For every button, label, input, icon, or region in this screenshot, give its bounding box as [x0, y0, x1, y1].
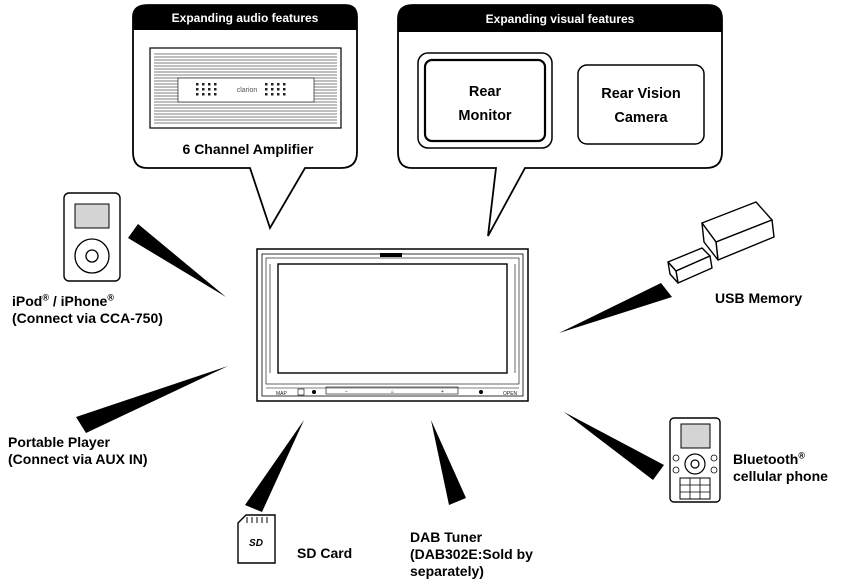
open-button[interactable]: OPEN: [503, 391, 518, 397]
audio-features-callout: Expanding audio features clarion 6 Chann…: [132, 4, 358, 231]
bluetooth-label: Bluetooth® cellular phone: [733, 451, 828, 485]
amplifier-image: clarion: [149, 47, 342, 129]
audio-header: Expanding audio features: [172, 11, 319, 25]
rear-monitor-line1: Rear: [469, 84, 502, 100]
wedge-ipod: [128, 224, 226, 297]
connector-wedges: [76, 224, 672, 512]
ipod-name: iPod: [12, 293, 43, 309]
sd-logo: SD: [249, 538, 263, 549]
wedge-bluetooth: [564, 412, 664, 480]
usb-memory-icon: [667, 201, 775, 284]
sd-card-icon: SD: [237, 514, 276, 564]
dab-tuner-note: (DAB302E:Sold by: [410, 546, 533, 562]
wedge-sd: [245, 420, 304, 512]
cellular-phone-icon: [669, 417, 721, 503]
sd-card-label: SD Card: [297, 545, 353, 561]
portable-player-name: Portable Player: [8, 434, 110, 450]
bluetooth-note: cellular phone: [733, 468, 828, 484]
portable-player-note: (Connect via AUX IN): [8, 451, 148, 467]
ipod-icon: [63, 192, 121, 282]
amplifier-brand: clarion: [237, 87, 258, 94]
visual-features-callout: Expanding visual features Rear Monitor R…: [397, 4, 723, 237]
head-unit: MAP − ⌂ + OPEN: [256, 248, 529, 402]
wedge-usb: [559, 283, 672, 333]
visual-header: Expanding visual features: [486, 12, 635, 26]
rear-camera-box: Rear Vision Camera: [577, 64, 705, 145]
volume-down-button[interactable]: −: [345, 389, 348, 395]
iphone-name: / iPhone: [48, 293, 108, 309]
bluetooth-name: Bluetooth: [733, 451, 799, 467]
rear-monitor-box: Rear Monitor: [417, 52, 553, 149]
ipod-connect-note: (Connect via CCA-750): [12, 310, 163, 326]
usb-memory-label: USB Memory: [715, 290, 803, 306]
iphone-reg-mark: ®: [107, 292, 114, 303]
map-button[interactable]: MAP: [276, 391, 288, 397]
dab-tuner-name: DAB Tuner: [410, 529, 483, 545]
amplifier-caption: 6 Channel Amplifier: [183, 141, 315, 157]
home-button[interactable]: ⌂: [391, 389, 394, 395]
ipod-label: iPod® / iPhone® (Connect via CCA-750): [12, 293, 163, 327]
rear-monitor-line2: Monitor: [458, 108, 512, 124]
wedge-dab: [431, 420, 466, 505]
dab-tuner-note2: separately): [410, 563, 484, 579]
dab-tuner-label: DAB Tuner (DAB302E:Sold by separately): [410, 529, 533, 580]
ipod-reg-mark: ®: [42, 292, 49, 303]
rear-camera-line2: Camera: [614, 110, 668, 126]
portable-player-label: Portable Player (Connect via AUX IN): [8, 434, 148, 468]
wedge-portable: [76, 366, 228, 433]
bluetooth-reg-mark: ®: [798, 450, 805, 461]
rear-camera-line1: Rear Vision: [601, 86, 681, 102]
volume-up-button[interactable]: +: [441, 389, 444, 395]
